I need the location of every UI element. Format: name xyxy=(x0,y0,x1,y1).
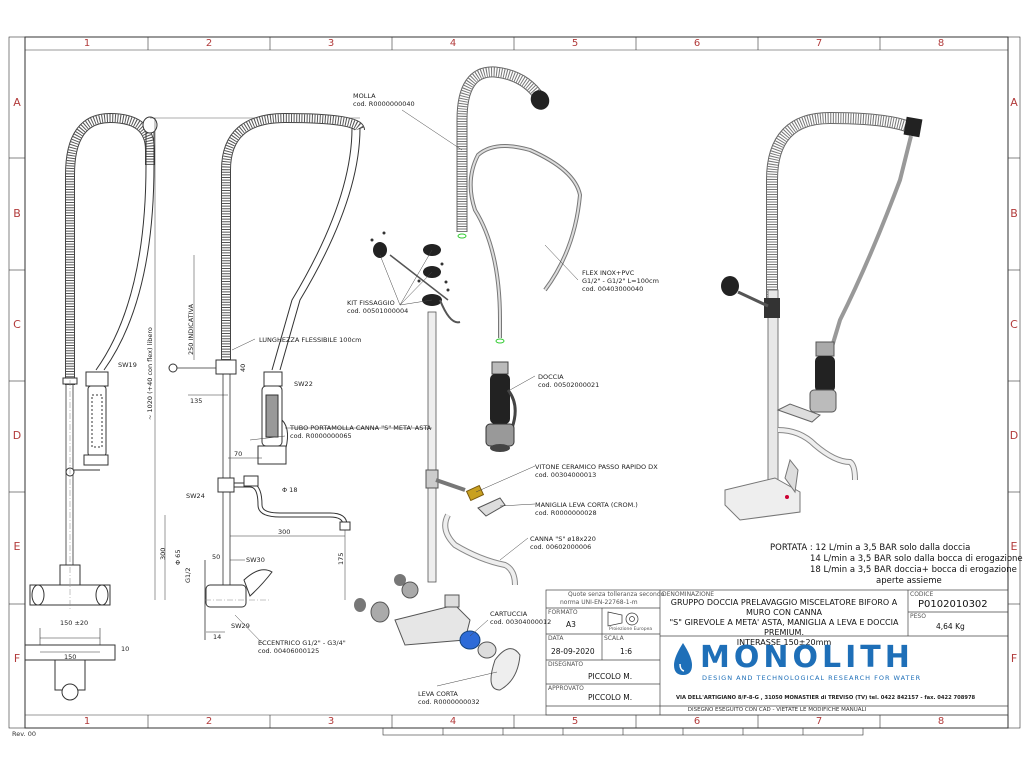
grid-col-label: 6 xyxy=(693,38,701,49)
grid-col-label: 7 xyxy=(815,38,823,49)
grid-row-label: B xyxy=(1010,207,1018,220)
flow-rate-notes: PORTATA : 12 L/min a 3,5 BAR solo dalla … xyxy=(770,543,1023,586)
tolerance-note: Quote senza tolleranza secondo xyxy=(568,591,665,598)
codice-value: P0102010302 xyxy=(918,599,988,610)
dimension-label: SW19 xyxy=(118,361,137,369)
brand-name: MONOLITH xyxy=(700,640,914,675)
dimension-label: 150 ±20 xyxy=(60,619,89,627)
data-label: DATA xyxy=(548,635,564,642)
callout-maniglia: MANIGLIA LEVA CORTA (CROM.)cod. R0000000… xyxy=(535,501,638,517)
codice-label: CODICE xyxy=(910,591,934,598)
grid-row-label: F xyxy=(13,652,21,665)
grid-col-label: 4 xyxy=(449,716,457,727)
grid-row-label: A xyxy=(13,96,21,109)
dimension-label: 50 xyxy=(212,553,221,561)
data-value: 28-09-2020 xyxy=(551,647,595,656)
dimension-label: SW29 xyxy=(231,622,250,630)
grid-row-label: F xyxy=(1010,652,1018,665)
grid-col-label: 2 xyxy=(205,38,213,49)
brand-tagline: DESIGN AND TECHNOLOGICAL RESEARCH FOR WA… xyxy=(702,674,922,682)
revision-label: Rev. 00 xyxy=(12,730,36,738)
dimension-label: 14 xyxy=(213,633,222,641)
formato-label: FORMATO xyxy=(548,609,578,616)
dimension-label: SW22 xyxy=(294,380,313,388)
dimension-label: 300 xyxy=(278,528,291,536)
grid-row-label: C xyxy=(1010,318,1018,331)
grid-col-label: 1 xyxy=(83,716,91,727)
dimension-label: 150 xyxy=(64,653,77,661)
disegnato-value: PICCOLO M. xyxy=(588,672,633,681)
peso-value: 4,64 Kg xyxy=(936,622,965,631)
grid-row-label: A xyxy=(1010,96,1018,109)
grid-row-label: E xyxy=(1010,540,1018,553)
scala-value: 1:6 xyxy=(620,647,633,656)
formato-value: A3 xyxy=(566,620,576,629)
grid-row-label: D xyxy=(12,429,22,442)
dimension-label: 10 xyxy=(121,645,130,653)
grid-col-label: 8 xyxy=(937,38,945,49)
grid-row-label: B xyxy=(13,207,21,220)
dimension-label: 135 xyxy=(190,397,203,405)
grid-col-label: 2 xyxy=(205,716,213,727)
dimension-label: 70 xyxy=(234,450,243,458)
grid-col-label: 4 xyxy=(449,38,457,49)
approvato-value: PICCOLO M. xyxy=(588,693,633,702)
tolerance-note: norma UNI-EN-22768-1-m xyxy=(560,599,638,606)
company-address: VIA DELL'ARTIGIANO 8/F-8-G , 31050 MONAS… xyxy=(676,695,976,701)
dimension-label: SW24 xyxy=(186,492,205,500)
grid-row-label: E xyxy=(13,540,21,553)
grid-col-label: 1 xyxy=(83,38,91,49)
monolith-logo-icon xyxy=(674,643,692,675)
cad-footer-note: DISEGNO ESEGUITO CON CAD - VIETATE LE MO… xyxy=(687,707,867,713)
grid-col-label: 3 xyxy=(327,38,335,49)
peso-label: PESO xyxy=(910,613,926,620)
dimension-label: Φ 18 xyxy=(282,486,298,494)
grid-col-label: 5 xyxy=(571,38,579,49)
projection-label: Proiezione Europea xyxy=(609,627,653,632)
grid-col-label: 3 xyxy=(327,716,335,727)
grid-col-label: 6 xyxy=(693,716,701,727)
scala-label: SCALA xyxy=(604,635,624,642)
grid-row-label: D xyxy=(1009,429,1019,442)
approvato-label: APPROVATO xyxy=(548,685,584,692)
disegnato-label: DISEGNATO xyxy=(548,661,584,668)
dimension-label: SW30 xyxy=(246,556,265,564)
product-description: GRUPPO DOCCIA PRELAVAGGIO MISCELATORE BI… xyxy=(669,598,899,647)
grid-col-label: 8 xyxy=(937,716,945,727)
grid-row-label: C xyxy=(13,318,21,331)
denominazione-label: DENOMINAZIONE xyxy=(662,591,715,598)
callout-eccentrico: ECCENTRICO G1/2" - G3/4"cod. 00406000125 xyxy=(258,639,346,655)
grid-col-label: 5 xyxy=(571,716,579,727)
callout-lunghezza: LUNGHEZZA FLESSIBILE 100cm xyxy=(259,336,362,344)
grid-col-label: 7 xyxy=(815,716,823,727)
